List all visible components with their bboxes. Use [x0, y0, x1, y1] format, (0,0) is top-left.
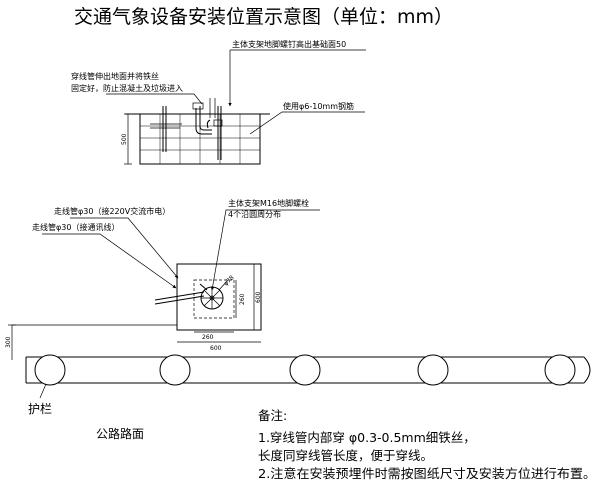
dim-outer-vertical: 600: [255, 291, 262, 303]
guardrail-post: [159, 354, 191, 386]
guardrail-label: 护栏: [28, 401, 52, 416]
guardrail-post: [544, 354, 576, 386]
notes-block: 备注: 1.穿线管内部穿 φ0.3-0.5mm细铁丝， 长度同穿线管长度，便于穿…: [258, 408, 596, 481]
label-comm-conduit: 走线管φ30（接通讯线）: [32, 222, 119, 232]
notes-line3: 2.注意在安装预埋件时需按图纸尺寸及安装方位进行布置。: [258, 466, 596, 481]
notes-line1: 1.穿线管内部穿 φ0.3-0.5mm细铁丝，: [258, 430, 476, 445]
dim-inner-horizontal: 260: [202, 334, 214, 341]
diagram-title: 交通气象设备安装位置示意图（单位：mm）: [74, 6, 453, 28]
label-power-conduit: 走线管φ30（接220V交流市电）: [54, 206, 170, 216]
dim-outer-horizontal: 600: [210, 345, 222, 352]
conduit-pipes-plan: [154, 283, 208, 305]
conduit-pipes-section: [192, 98, 223, 135]
label-anchor-bolts-line2: 4个沿圆周分布: [228, 209, 281, 219]
road-surface-label: 公路路面: [96, 426, 144, 441]
label-bolt-height: 主体支架地脚螺钉高出基础面50: [232, 39, 346, 49]
rebar-grid: [140, 114, 260, 164]
guardrail-post: [34, 354, 66, 386]
foundation-plan-square: [176, 263, 262, 331]
notes-line2: 长度同穿线管长度，便于穿线。: [258, 448, 433, 463]
foundation-plan-view: φ78 260 600 260 600 走线管φ30（接220V交流市电） 走线…: [32, 198, 320, 352]
dim-inner-vertical: 260: [239, 293, 246, 305]
guardrail-post: [289, 354, 321, 386]
label-conduit-line1: 穿线管伸出地面并将铁丝: [71, 71, 159, 81]
foundation-section-view: 500 主体支架地脚螺钉高出基础面50 穿线管伸出地面并将铁丝 固定好，防止混凝…: [71, 39, 366, 165]
dim-offset-300: 300: [5, 336, 12, 348]
label-anchor-bolts-line1: 主体支架M16地脚螺栓: [228, 198, 309, 208]
notes-heading: 备注:: [258, 408, 287, 423]
dim-foundation-height: 500: [121, 133, 128, 145]
label-conduit-line2: 固定好，防止混凝土及垃圾进入: [71, 83, 183, 93]
label-rebar: 使用φ6-10mm钢筋: [283, 101, 354, 111]
guardrail: 300 护栏: [5, 324, 591, 416]
anchor-bolts-section: [150, 106, 222, 160]
guardrail-post: [417, 354, 449, 386]
